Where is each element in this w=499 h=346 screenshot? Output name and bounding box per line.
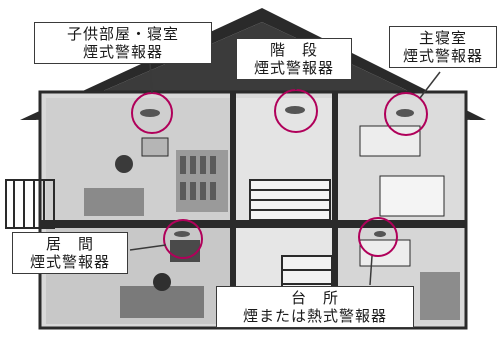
person-figure — [153, 273, 171, 291]
kitchen-detector-icon — [374, 231, 386, 237]
wall-right — [332, 92, 338, 328]
living-room-label: 居 間 煙式警報器 — [12, 232, 128, 274]
kitchen-highlight — [358, 217, 398, 257]
balcony — [5, 179, 55, 229]
window-master — [359, 125, 421, 157]
living-detector-icon — [174, 231, 190, 237]
kitchen-label-line2: 煙または熱式警報器 — [242, 307, 387, 325]
living-room-label-line2: 煙式警報器 — [29, 253, 110, 271]
kids-room-label-line1: 子供部屋・寝室 — [66, 25, 179, 43]
bed — [379, 175, 445, 217]
bookshelf — [176, 150, 228, 212]
floor-slab — [40, 220, 466, 228]
master-bedroom-label: 主寝室 煙式警報器 — [389, 26, 497, 68]
living-highlight — [163, 219, 203, 259]
kids-room-label: 子供部屋・寝室 煙式警報器 — [34, 22, 212, 64]
kitchen-counter — [420, 272, 460, 320]
desk — [84, 188, 144, 216]
kids-room-detector-icon — [140, 109, 160, 117]
master-bedroom-label-line1: 主寝室 — [418, 29, 467, 47]
stairs-label-line2: 煙式警報器 — [253, 59, 334, 77]
kitchen-label: 台 所 煙または熱式警報器 — [216, 286, 414, 328]
detector-highlights — [131, 89, 428, 259]
master-detector-icon — [396, 109, 414, 117]
child-figure — [115, 155, 133, 173]
stairs-detector-icon — [285, 106, 305, 114]
stairs-label: 階 段 煙式警報器 — [236, 38, 352, 80]
wall-left — [230, 92, 236, 328]
master-bedroom-label-line2: 煙式警報器 — [402, 47, 483, 65]
master-highlight — [384, 92, 428, 136]
kitchen-label-line1: 台 所 — [290, 289, 339, 307]
wall-picture — [141, 137, 169, 157]
living-room-label-line1: 居 間 — [45, 235, 94, 253]
sofa — [120, 286, 204, 318]
stairs-label-line1: 階 段 — [269, 41, 318, 59]
kids-room-label-line2: 煙式警報器 — [82, 43, 163, 61]
leader-lines — [129, 61, 441, 286]
